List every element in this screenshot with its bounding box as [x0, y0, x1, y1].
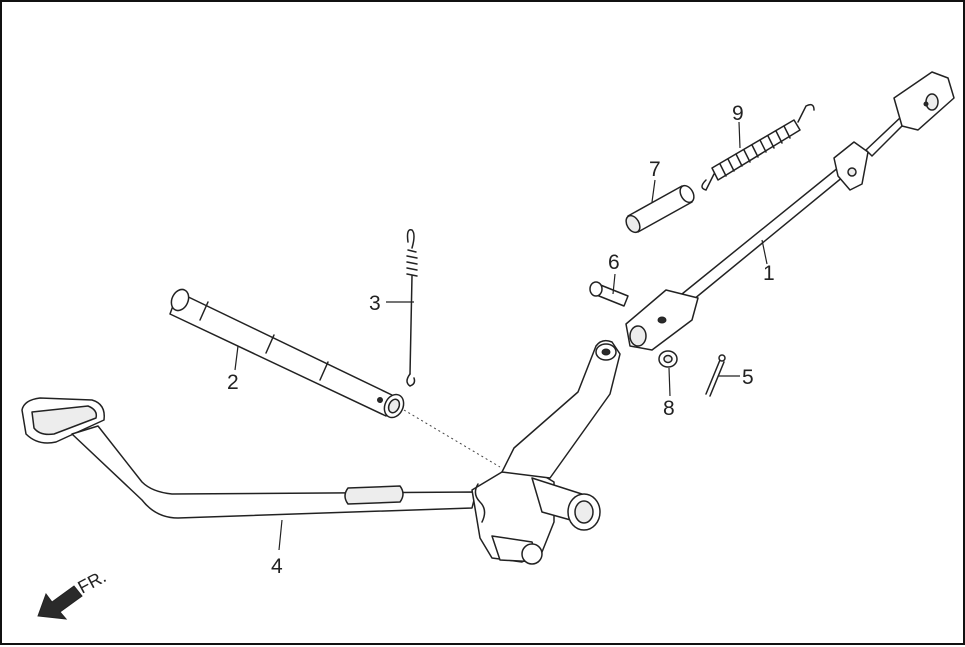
- washer-part: [658, 350, 678, 368]
- callout-5: 5: [742, 366, 754, 389]
- brake-rod-part: [625, 71, 955, 351]
- sleeve-part: [625, 184, 695, 234]
- callout-9: 9: [732, 102, 744, 125]
- callout-4: 4: [271, 555, 283, 578]
- leader-1: [761, 239, 768, 265]
- pivot-shaft-part: [169, 288, 405, 419]
- cotter-pin-part: [705, 354, 726, 397]
- alignment-line: [403, 409, 501, 468]
- callout-7: 7: [649, 158, 661, 181]
- leader-2: [234, 345, 239, 371]
- callout-1: 1: [763, 262, 775, 285]
- pin-part: [589, 281, 629, 307]
- leader-6: [612, 273, 616, 295]
- leader-4: [278, 519, 283, 551]
- callout-3: 3: [369, 292, 381, 315]
- leader-8: [668, 367, 671, 397]
- brake-pedal-part: [21, 339, 621, 565]
- leader-9: [738, 121, 741, 149]
- leader-7: [651, 179, 656, 203]
- front-direction-arrow: FR.: [37, 566, 109, 620]
- callout-8: 8: [663, 397, 675, 420]
- callout-2: 2: [227, 371, 239, 394]
- coil-spring-part: [701, 103, 815, 191]
- thin-spring-part: [406, 229, 418, 387]
- callout-6: 6: [608, 251, 620, 274]
